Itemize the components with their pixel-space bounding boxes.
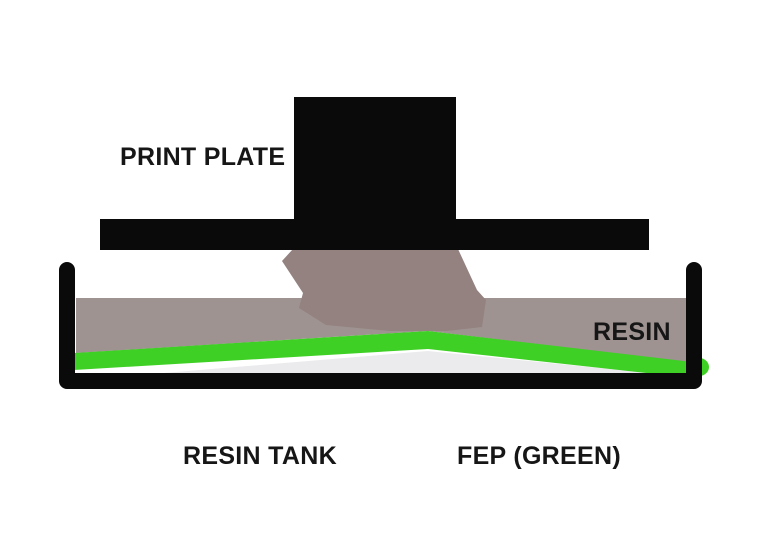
under-film-gap xyxy=(140,351,670,375)
fep-label: FEP (GREEN) xyxy=(457,442,621,470)
print-plate-column xyxy=(294,97,456,250)
resin-tank-outline xyxy=(59,262,702,389)
resin-label: RESIN xyxy=(593,318,671,346)
resin-suction-blob xyxy=(282,249,486,331)
fep-film xyxy=(74,331,692,378)
resin-tank-label: RESIN TANK xyxy=(183,442,337,470)
print-plate-label: PRINT PLATE xyxy=(120,143,285,171)
